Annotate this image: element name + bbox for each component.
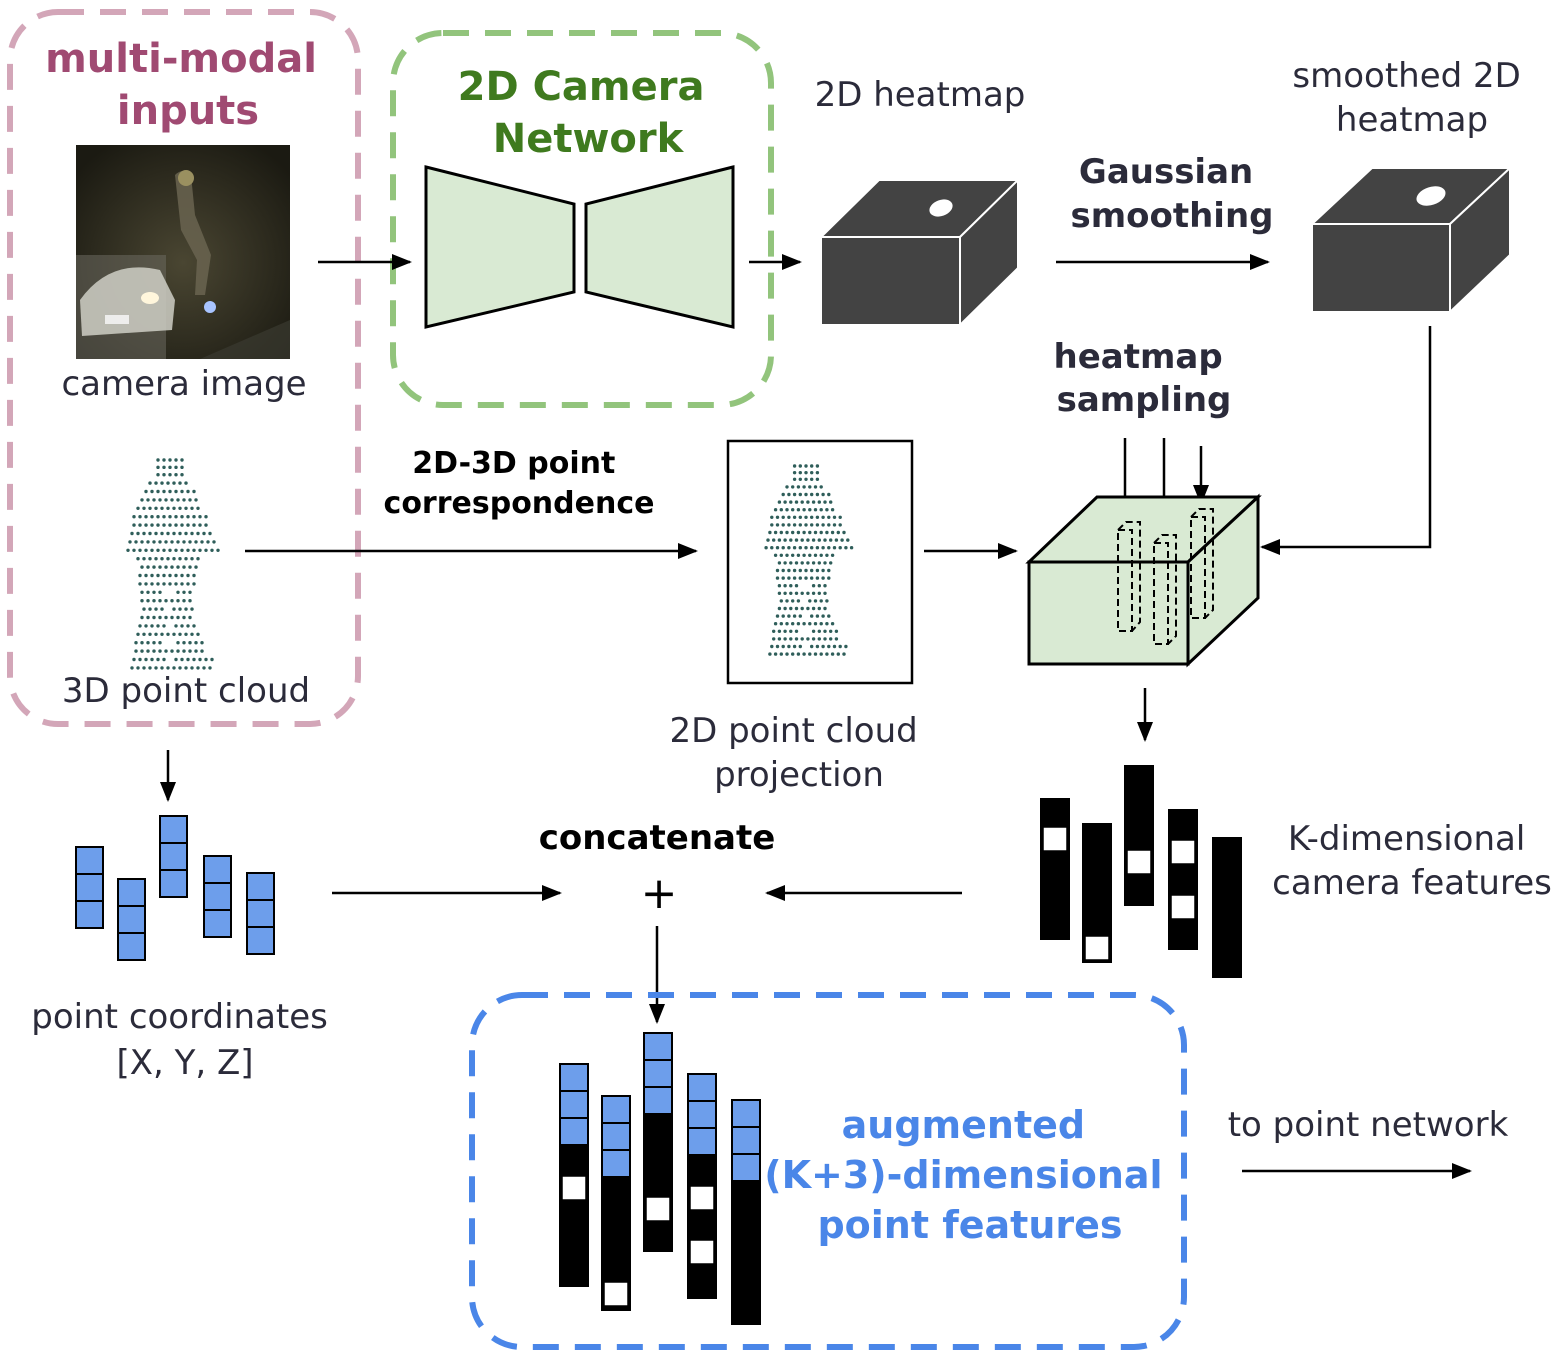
augmented-group-title: augmented (K+3)-dimensional point featur… xyxy=(764,1103,1176,1247)
inputs-group: multi-modal inputs camera image 3D point… xyxy=(7,9,361,727)
augmented-group-border xyxy=(469,992,1187,1350)
inputs-group-title: multi-modal inputs xyxy=(45,36,331,134)
smoothed-heatmap-cube-icon xyxy=(1309,165,1513,315)
plus-sign: + xyxy=(641,868,678,919)
concatenate-label: concatenate xyxy=(539,818,776,858)
camera-network-group: 2D Camera Network xyxy=(390,30,774,408)
to-point-network-label: to point network xyxy=(1228,1105,1509,1145)
projection-point-cloud-icon xyxy=(764,464,854,656)
augmented-group: augmented (K+3)-dimensional point featur… xyxy=(469,992,1187,1350)
gaussian-smoothing-label: Gaussian smoothing xyxy=(1070,152,1273,236)
point-coordinates-label: point coordinates [X, Y, Z] xyxy=(31,997,338,1083)
camera-photo-icon xyxy=(76,145,290,359)
projection-label: 2D point cloud projection xyxy=(669,711,928,795)
k-features-label: K-dimensional camera features xyxy=(1272,819,1552,903)
correspondence-label: 2D-3D point correspondence xyxy=(384,446,655,521)
camera-network-title: 2D Camera Network xyxy=(458,64,719,162)
camera-features-icon xyxy=(1040,765,1242,978)
heatmap-2d-label: 2D heatmap xyxy=(815,75,1026,115)
arrow-smoothed-to-sampling-cube xyxy=(1260,326,1432,555)
camera-network-border xyxy=(390,30,774,408)
point-coordinates-icon xyxy=(75,815,275,961)
point-cloud-icon xyxy=(126,458,220,670)
encoder-decoder-icon xyxy=(424,165,735,329)
inputs-group-border xyxy=(7,9,361,727)
heatmap-cube-icon xyxy=(818,177,1021,328)
smoothed-heatmap-label: smoothed 2D heatmap xyxy=(1292,56,1531,140)
heatmap-sampling-label: heatmap sampling xyxy=(1053,337,1234,420)
camera-image-label: camera image xyxy=(61,364,306,404)
sampling-cube-icon xyxy=(1025,493,1262,668)
augmented-features-icon xyxy=(559,1032,761,1325)
point-cloud-3d-label: 3D point cloud xyxy=(62,671,310,711)
